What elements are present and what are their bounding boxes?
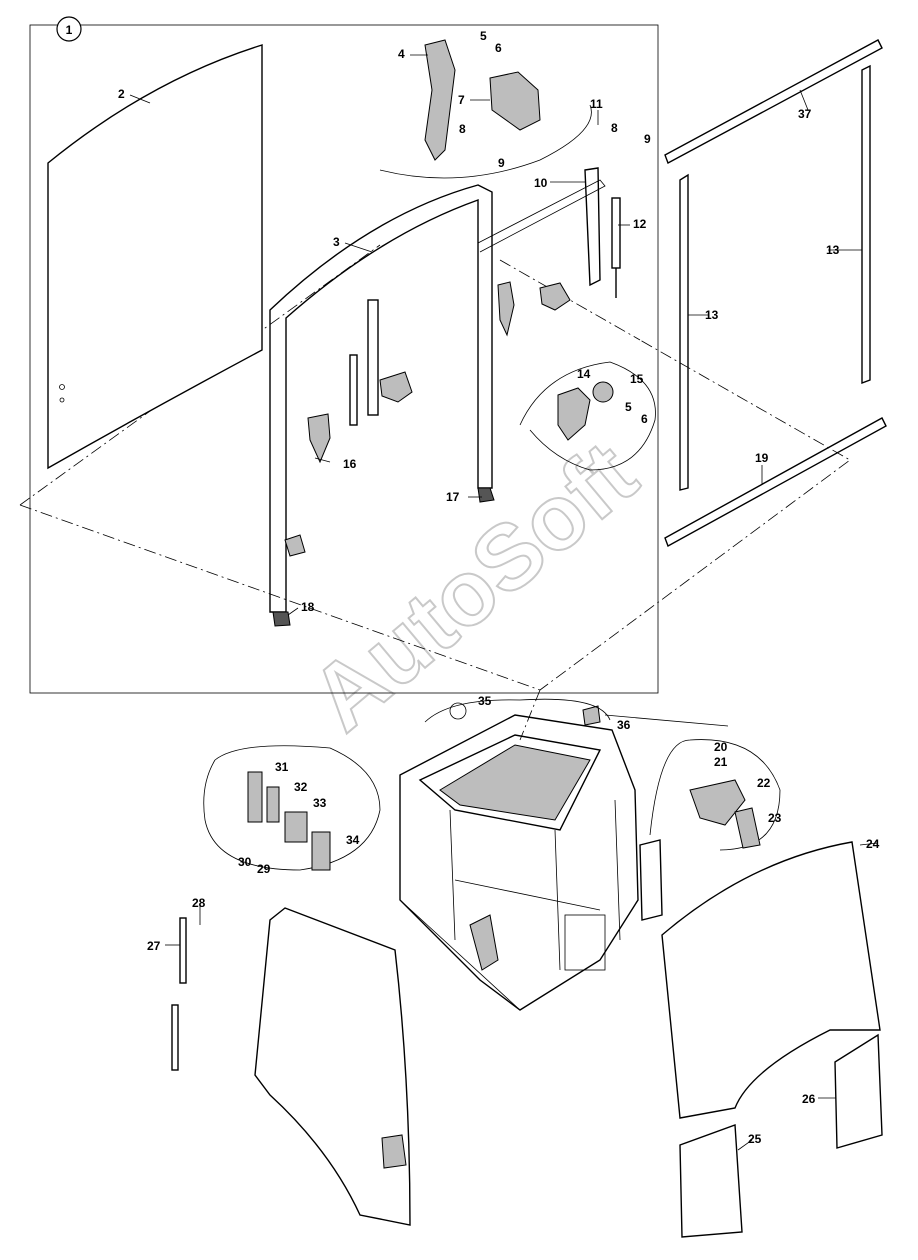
bush-15 bbox=[592, 381, 614, 403]
front-frame bbox=[269, 184, 493, 613]
seal-13-right bbox=[861, 64, 871, 385]
detail-oval-14 bbox=[519, 361, 656, 471]
gas-strut-12 bbox=[611, 197, 621, 269]
assembly-number: 1 bbox=[66, 23, 73, 37]
detail-curve-hinge bbox=[649, 739, 781, 851]
roof-glass bbox=[439, 744, 591, 821]
foot-17 bbox=[477, 487, 495, 503]
link-arm-10 bbox=[584, 167, 601, 287]
windscreen-hole bbox=[59, 384, 65, 390]
label-35: 35 bbox=[478, 694, 492, 708]
bracket-14 bbox=[557, 387, 591, 441]
label-34: 34 bbox=[346, 833, 360, 847]
seal-13-left bbox=[679, 173, 689, 491]
handle bbox=[639, 839, 663, 921]
label-8b: 8 bbox=[611, 121, 618, 135]
latch-16 bbox=[307, 413, 331, 464]
side-link bbox=[367, 299, 379, 416]
pin-27-upper bbox=[179, 917, 187, 984]
label-6: 6 bbox=[495, 41, 502, 55]
hinge-block-left bbox=[379, 371, 413, 403]
windscreen-hole bbox=[59, 397, 65, 403]
assembly-callout-circle bbox=[56, 16, 82, 42]
striker-33 bbox=[284, 811, 308, 843]
label-5b: 5 bbox=[625, 400, 632, 414]
cross-bar-10 bbox=[477, 179, 606, 253]
seal-19 bbox=[664, 417, 887, 548]
label-22: 22 bbox=[757, 776, 771, 790]
label-17: 17 bbox=[446, 490, 460, 504]
label-10: 10 bbox=[534, 176, 548, 190]
hinge-bracket-right bbox=[497, 281, 515, 337]
explode-line-lower bbox=[519, 689, 541, 741]
label-9: 9 bbox=[498, 156, 505, 170]
plate-23 bbox=[734, 807, 761, 849]
leader-lines bbox=[129, 54, 879, 1151]
label-13b: 13 bbox=[826, 243, 840, 257]
label-16: 16 bbox=[343, 457, 357, 471]
label-6b: 6 bbox=[641, 412, 648, 426]
front-windscreen bbox=[47, 44, 263, 470]
side-glass-25 bbox=[679, 1124, 743, 1238]
gas-strut-left bbox=[349, 354, 358, 426]
bolt-36 bbox=[582, 705, 601, 726]
label-26: 26 bbox=[802, 1092, 816, 1106]
label-23: 23 bbox=[768, 811, 782, 825]
label-2: 2 bbox=[118, 87, 125, 101]
label-15: 15 bbox=[630, 372, 644, 386]
label-24: 24 bbox=[866, 837, 880, 851]
foot-18 bbox=[272, 611, 291, 627]
label-25: 25 bbox=[748, 1132, 762, 1146]
hinge-bracket-4 bbox=[424, 39, 456, 161]
seal-37 bbox=[664, 39, 883, 164]
label-8: 8 bbox=[459, 122, 466, 136]
hinge-block-right bbox=[539, 282, 571, 311]
plate-32 bbox=[266, 786, 280, 823]
door-glass bbox=[254, 907, 411, 1226]
label-9b: 9 bbox=[644, 132, 651, 146]
roof-frame bbox=[418, 734, 602, 831]
cab-pillars bbox=[399, 799, 621, 1011]
lock-bracket bbox=[469, 914, 499, 971]
hinge-cover-7 bbox=[489, 71, 541, 131]
cap-35 bbox=[449, 702, 467, 720]
label-18: 18 bbox=[301, 600, 315, 614]
door-lock bbox=[381, 1134, 407, 1169]
label-13a: 13 bbox=[705, 308, 719, 322]
label-32: 32 bbox=[294, 780, 308, 794]
label-14: 14 bbox=[577, 367, 591, 381]
label-11: 11 bbox=[590, 97, 603, 111]
label-28: 28 bbox=[192, 896, 206, 910]
label-5: 5 bbox=[480, 29, 487, 43]
pin-27-lower bbox=[171, 1004, 179, 1071]
rear-glass-24 bbox=[661, 841, 881, 1119]
label-12: 12 bbox=[633, 217, 647, 231]
rear-panel bbox=[564, 914, 606, 971]
label-19: 19 bbox=[755, 451, 769, 465]
label-36: 36 bbox=[617, 718, 631, 732]
catch-lower bbox=[284, 534, 306, 557]
label-3: 3 bbox=[333, 235, 340, 249]
label-30: 30 bbox=[238, 855, 252, 869]
side-glass-26 bbox=[834, 1033, 883, 1149]
cover-34 bbox=[311, 831, 331, 871]
label-20: 20 bbox=[714, 740, 728, 754]
detail-curve-35-36 bbox=[424, 698, 611, 723]
label-31: 31 bbox=[275, 760, 289, 774]
label-7: 7 bbox=[458, 93, 465, 107]
label-33: 33 bbox=[313, 796, 327, 810]
label-21: 21 bbox=[714, 755, 728, 769]
label-27: 27 bbox=[147, 939, 161, 953]
latch-31 bbox=[247, 771, 263, 823]
label-29: 29 bbox=[257, 862, 271, 876]
assembly-frame bbox=[29, 24, 659, 694]
detail-curve-top bbox=[379, 104, 592, 179]
label-37: 37 bbox=[798, 107, 812, 121]
detail-oval-lock bbox=[203, 745, 381, 871]
watermark: AutoSoft bbox=[292, 423, 655, 751]
cab-frame bbox=[399, 714, 639, 1011]
label-4: 4 bbox=[398, 47, 405, 61]
